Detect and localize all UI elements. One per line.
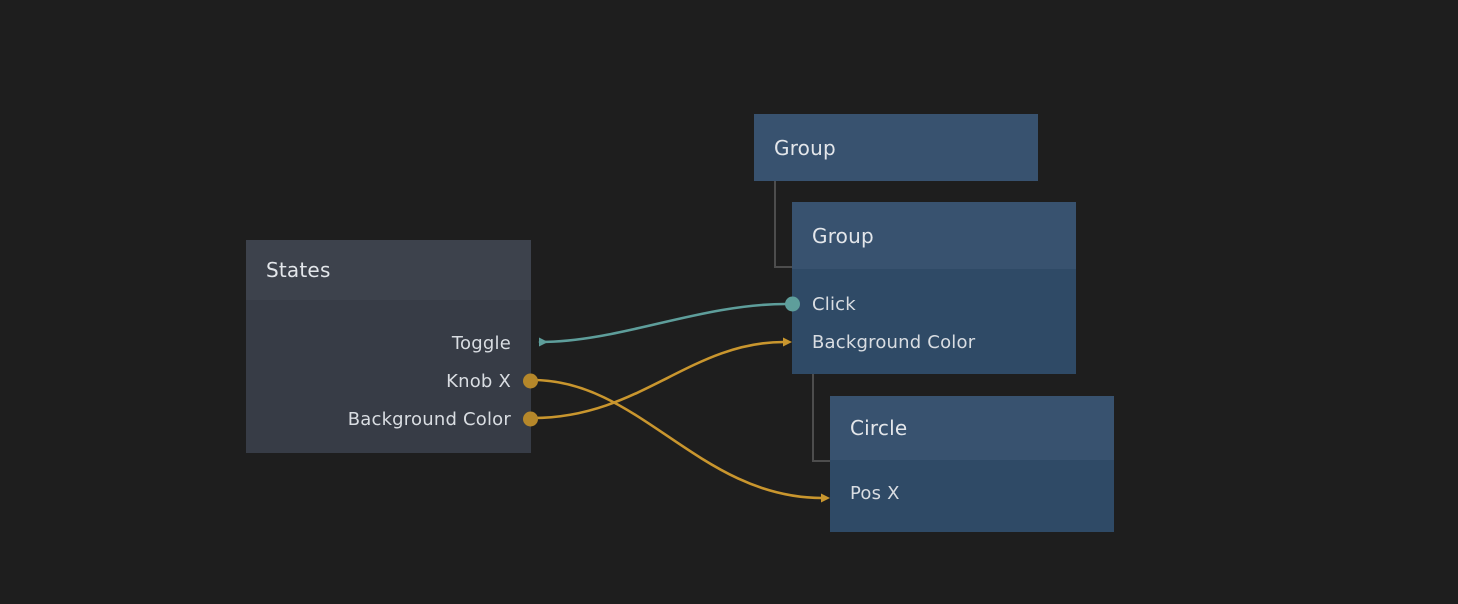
node-states-title: States [266,258,331,282]
node-circle-body: Pos X [830,460,1114,532]
port-label-toggle: Toggle [451,332,511,354]
node-states[interactable]: States Toggle Knob X Background Color [246,240,538,453]
port-label-knob-x: Knob X [446,370,511,392]
node-group-child-body: Click Background Color [785,269,1076,374]
port-dot-background-color[interactable] [523,411,538,427]
node-group-child[interactable]: Group Click Background Color [785,202,1076,374]
node-group-root-title: Group [774,135,836,160]
node-circle-header[interactable]: Circle [830,396,1114,460]
port-row-pos-x[interactable]: Pos X [830,474,1114,512]
node-group-child-header[interactable]: Group [792,202,1076,269]
port-row-group-background-color[interactable]: Background Color [792,323,1076,361]
tree-line-group-child-to-circle [812,374,832,462]
node-group-root-header[interactable]: Group [754,114,1038,181]
node-group-child-title: Group [812,223,874,248]
edge-knob-x-to-pos-x [531,378,830,503]
port-dot-click[interactable] [785,296,800,312]
edge-background-color-to-background-color [531,337,792,420]
port-row-knob-x[interactable]: Knob X [246,362,538,400]
edge-click-to-toggle [538,302,788,347]
tree-line-group-root-to-group-child [774,181,794,268]
node-states-body: Toggle Knob X Background Color [246,300,538,453]
node-group-root[interactable]: Group [754,114,1038,181]
node-circle-title: Circle [850,416,908,440]
node-states-header[interactable]: States [246,240,531,300]
port-row-toggle[interactable]: Toggle [246,324,531,362]
port-row-background-color[interactable]: Background Color [246,400,538,438]
port-label-group-background-color: Background Color [812,331,976,353]
port-label-background-color: Background Color [347,408,511,430]
port-row-click[interactable]: Click [785,285,1076,323]
port-label-pos-x: Pos X [850,482,900,504]
port-label-click: Click [812,293,856,315]
node-circle[interactable]: Circle Pos X [830,396,1114,532]
port-dot-knob-x[interactable] [523,373,538,389]
